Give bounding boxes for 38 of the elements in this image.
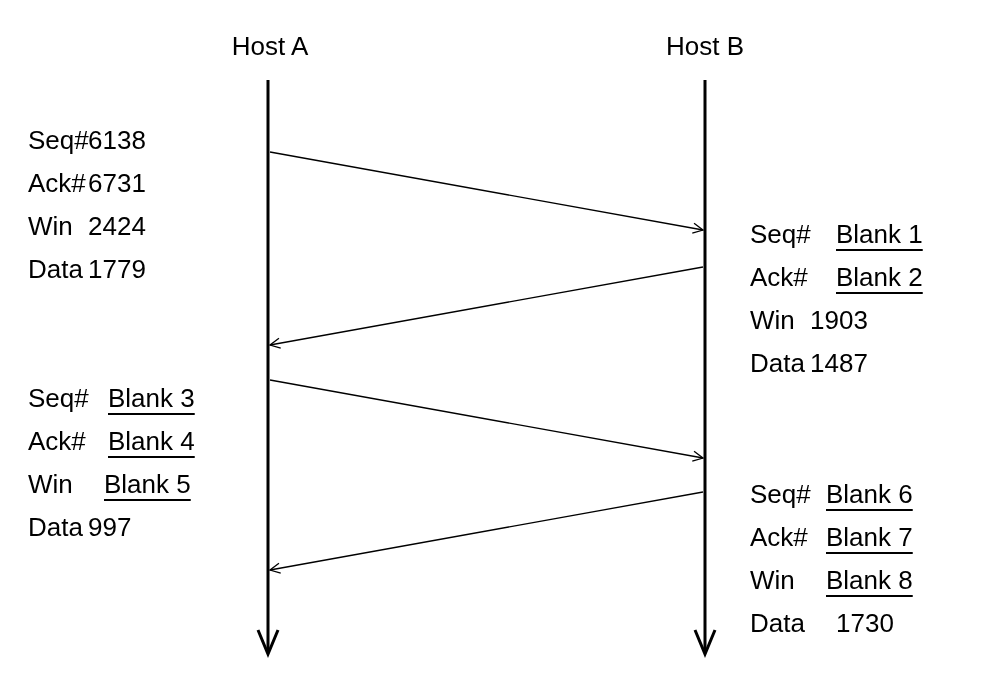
field-value: 1487 [810,347,868,379]
field-value: 6731 [88,167,146,199]
message-arrow [269,491,704,574]
field-value: Blank 3 [108,382,195,414]
field-value: Blank 4 [108,425,195,457]
field-value: Blank 2 [836,261,923,293]
field-value: 1779 [88,253,146,285]
message-arrow [269,379,704,462]
field-name: Win [750,304,795,336]
field-name: Ack# [28,167,86,199]
field-name: Seq# [28,382,89,414]
field-value: 2424 [88,210,146,242]
field-name: Win [750,564,795,596]
host-label: Host B [665,30,745,62]
field-name: Data [750,607,805,639]
message-arrow [269,266,704,349]
field-value: Blank 7 [826,521,913,553]
field-value: 1903 [810,304,868,336]
field-name: Data [28,511,83,543]
field-name: Ack# [28,425,86,457]
field-name: Seq# [750,218,811,250]
field-value: Blank 1 [836,218,923,250]
field-value: Blank 6 [826,478,913,510]
field-name: Seq# [750,478,811,510]
field-name: Data [750,347,805,379]
field-value: Blank 8 [826,564,913,596]
field-name: Ack# [750,261,808,293]
field-name: Data [28,253,83,285]
field-value: 997 [88,511,132,543]
field-name: Win [28,210,73,242]
field-value: Blank 5 [104,468,191,500]
message-arrow [269,151,704,234]
field-value: 6138 [88,124,146,156]
field-value: 1730 [836,607,894,639]
field-name: Win [28,468,73,500]
field-name: Ack# [750,521,808,553]
host-label: Host A [230,30,310,62]
field-name: Seq# [28,124,89,156]
